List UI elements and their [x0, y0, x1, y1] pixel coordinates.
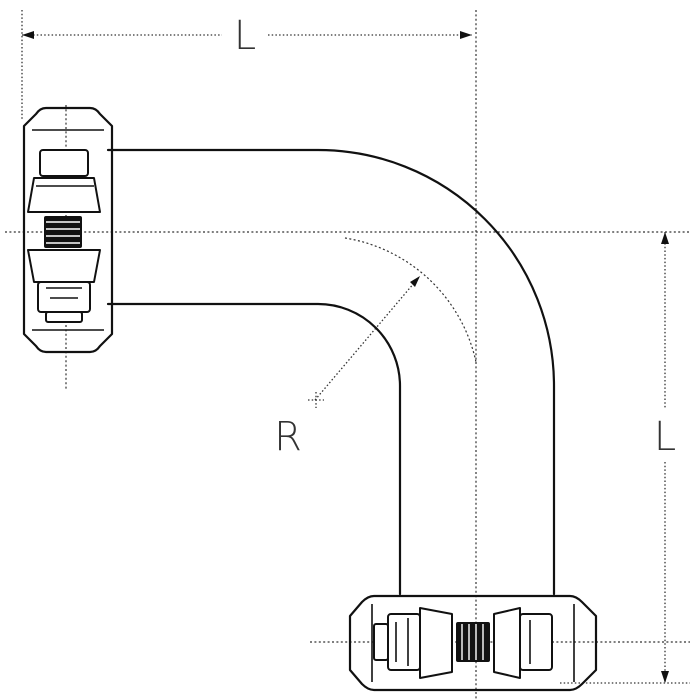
- right-arrow-top: [661, 232, 669, 244]
- left-nut-shoulder: [27, 249, 101, 283]
- bottom-nut-shoulder: [419, 607, 453, 679]
- radius-label: R: [274, 414, 302, 460]
- pipe-outer-wall: [106, 148, 556, 596]
- bottom-bolt-head: [519, 613, 553, 671]
- radius-arc: [344, 237, 477, 363]
- top-arrow-right: [460, 31, 472, 39]
- bottom-coupling: [348, 594, 598, 692]
- centerlines: [5, 10, 690, 700]
- left-bolt-tip: [45, 311, 83, 323]
- radius-arrow: [410, 276, 420, 287]
- left-bolt-head: [39, 149, 89, 177]
- bottom-coupling-housing: [348, 594, 598, 692]
- left-bolt-shoulder: [27, 177, 101, 213]
- top-length-label: L: [234, 13, 256, 59]
- pipe-inner-wall: [106, 302, 402, 596]
- top-arrow-left: [22, 31, 34, 39]
- radius-dimension: R: [274, 275, 421, 460]
- radius-line: [314, 275, 421, 401]
- left-coupling-inner-edges: [32, 129, 104, 331]
- right-length-label: L: [654, 414, 676, 460]
- left-bolt-thread: [44, 216, 82, 248]
- bottom-bolt-tip: [373, 623, 389, 661]
- right-dimension: L: [560, 232, 690, 684]
- bottom-nut: [387, 613, 421, 671]
- elbow-pipe: [106, 148, 556, 596]
- left-coupling: [22, 106, 114, 354]
- top-dimension: L: [21, 10, 472, 120]
- right-arrow-bottom: [661, 671, 669, 683]
- left-nut: [37, 281, 91, 313]
- bottom-coupling-inner-edges: [371, 604, 575, 682]
- left-coupling-housing: [22, 106, 114, 354]
- bottom-bolt-thread: [456, 622, 490, 662]
- bottom-bolt-shoulder: [493, 607, 521, 679]
